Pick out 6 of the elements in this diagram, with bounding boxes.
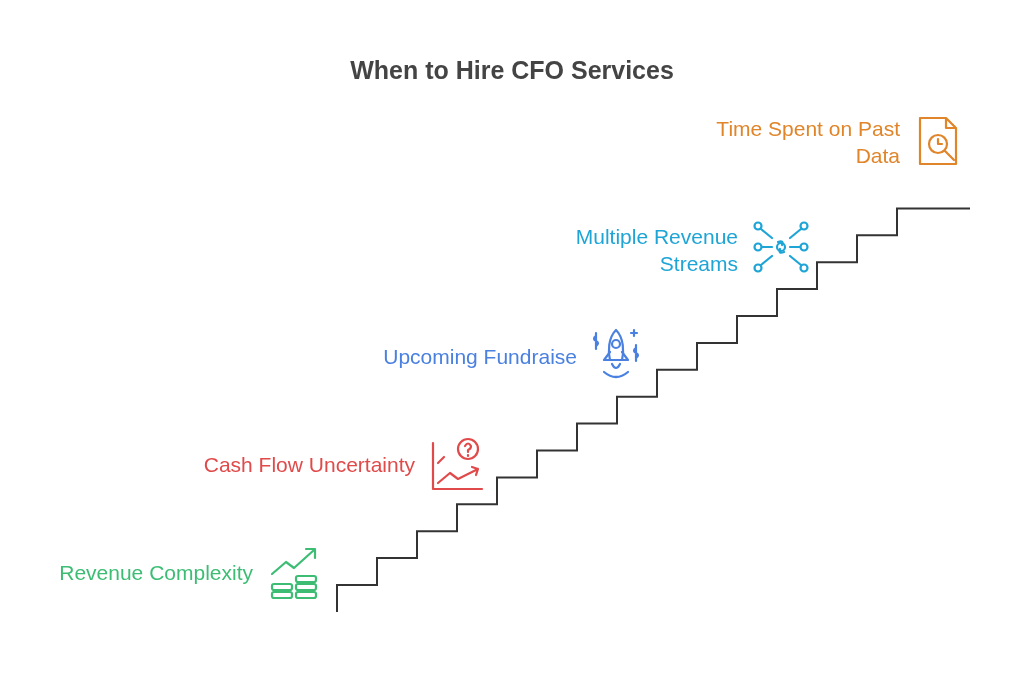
step-label: Multiple Revenue Streams: [574, 224, 738, 277]
title: When to Hire CFO Services: [349, 56, 675, 85]
step-label: Revenue Complexity: [58, 560, 253, 586]
step-label: Upcoming Fundraise: [382, 344, 577, 370]
step-label: Cash Flow Uncertainty: [202, 452, 415, 478]
step-label: Time Spent on Past Data: [715, 116, 900, 169]
